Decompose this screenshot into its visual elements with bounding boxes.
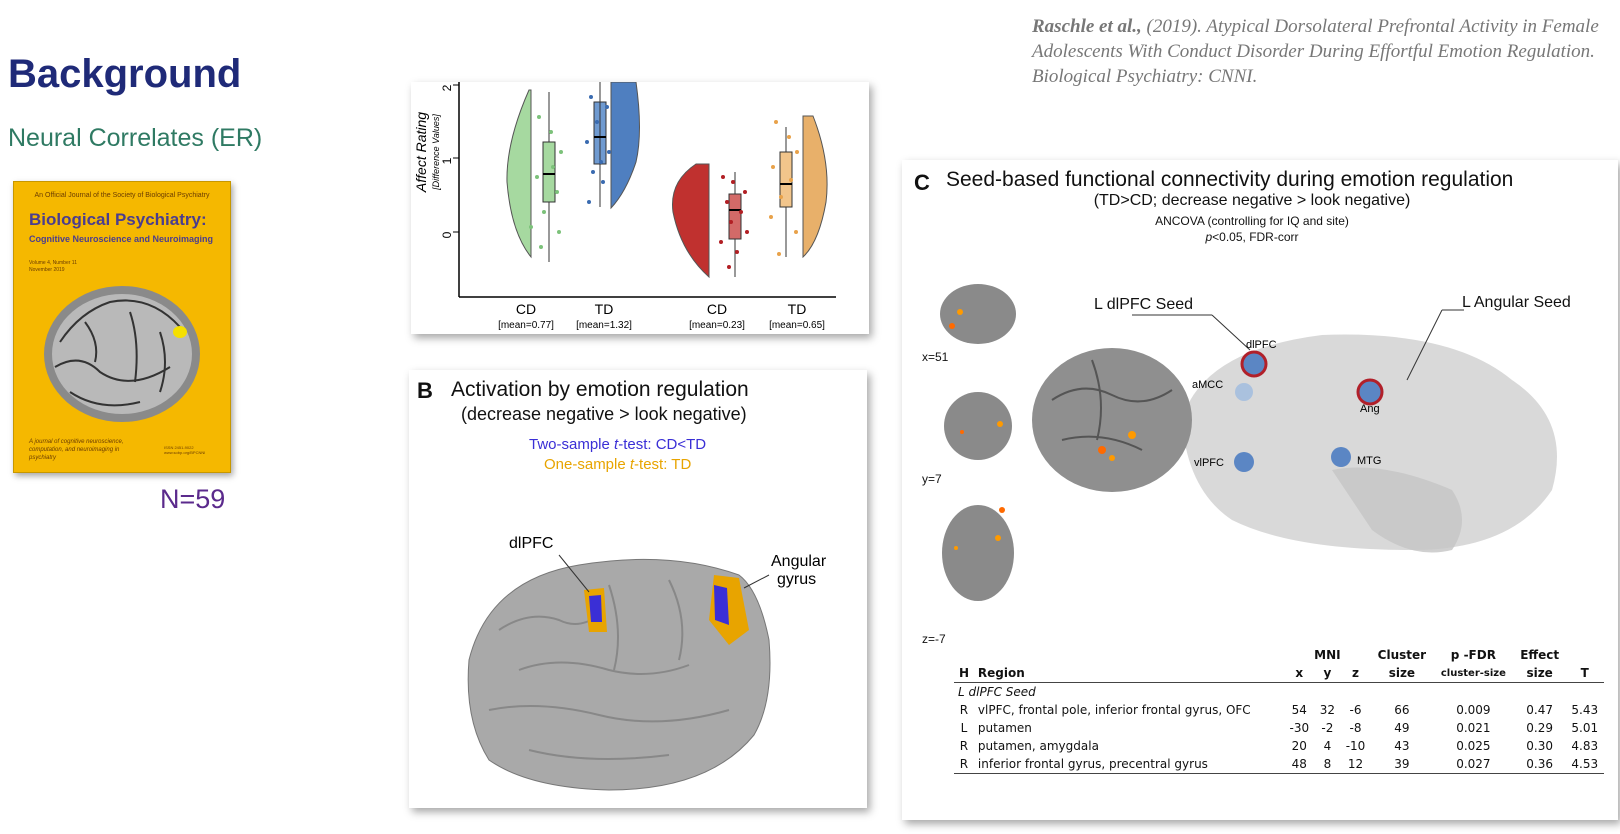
th-cluster-size: cluster-size: [1440, 667, 1506, 679]
journal-cover-image: An Official Journal of the Society of Bi…: [13, 181, 231, 473]
slice-sagittal: [940, 284, 1016, 344]
th-z: z: [1352, 666, 1359, 680]
mean-td-2: [mean=0.65]: [769, 320, 825, 331]
annot-gyrus: gyrus: [777, 571, 816, 588]
cluster-angular-cd-lt-td: [714, 585, 729, 625]
panel-b-title: Activation by emotion regulation: [451, 378, 749, 401]
violin-td-2: [802, 115, 828, 259]
th-mni: MNI: [1314, 648, 1341, 662]
citation: Raschle et al., (2019). Atypical Dorsola…: [1032, 16, 1599, 87]
results-table: MNI Cluster p -FDR Effect H Region x y z…: [954, 646, 1604, 774]
seed-label-dlpfc: L dlPFC Seed: [1094, 296, 1194, 313]
ytick-1: 1: [440, 157, 454, 164]
legend-two-sample: Two-sample t-test: CD<TD: [529, 436, 707, 453]
node-dlpfc: [1240, 350, 1268, 378]
th-effect: Effect: [1520, 648, 1560, 662]
points-td-1: [585, 95, 611, 204]
node-amcc: [1235, 383, 1253, 401]
node-label-amcc: aMCC: [1192, 379, 1223, 391]
box-cd-2: [728, 193, 742, 240]
slice-label-z: z=-7: [922, 632, 946, 646]
panel-c-title: Seed-based functional connectivity durin…: [946, 168, 1514, 191]
violin-td-1: [610, 82, 640, 210]
xlabel-cd-2: CD: [707, 301, 727, 317]
cover-blurb: A journal of cognitive neuroscience, com…: [29, 439, 124, 461]
points-td-2: [769, 120, 799, 256]
annot-dlpfc: dlPFC: [509, 535, 553, 552]
slice-axial: [942, 505, 1014, 601]
results-table-wrap: MNI Cluster p -FDR Effect H Region x y z…: [954, 646, 1604, 774]
table-section-label: L dlPFC Seed: [958, 685, 1036, 699]
node-label-dlpfc: dlPFC: [1246, 339, 1277, 351]
panel-a-raincloud-plot: 0 1 2 Affect Rating [Difference Values]: [411, 82, 869, 334]
panel-c-label: C: [914, 170, 930, 195]
connectivity-brain-render: dlPFC aMCC Ang vlPFC MTG: [1032, 309, 1557, 553]
panel-b-activation: B Activation by emotion regulation (decr…: [409, 370, 867, 808]
th-size: size: [1388, 666, 1416, 680]
node-mtg: [1331, 447, 1351, 467]
slide-title: Background: [8, 52, 242, 96]
slice-label-y: y=7: [922, 472, 942, 486]
node-label-mtg: MTG: [1357, 455, 1381, 467]
ytick-2: 2: [440, 84, 454, 91]
seed-label-angular: L Angular Seed: [1462, 294, 1571, 311]
th-y: y: [1323, 666, 1332, 680]
cover-brain-illustration: [44, 286, 200, 422]
panel-b-label: B: [417, 378, 433, 403]
annot-angular: Angular: [771, 553, 827, 570]
cover-subtitle: Cognitive Neuroscience and Neuroimaging: [29, 234, 214, 244]
th-cluster: Cluster: [1377, 648, 1427, 662]
box-cd-1: [542, 141, 556, 203]
violin-cd-2: [671, 163, 710, 279]
panel-b-subtitle: (decrease negative > look negative): [461, 404, 747, 424]
glass-brain: [1182, 334, 1557, 550]
xlabel-td-2: TD: [788, 301, 807, 317]
raincloud-svg: 0 1 2 Affect Rating [Difference Values]: [413, 82, 836, 331]
th-h: H: [958, 666, 969, 680]
panel-c-method: ANCOVA (controlling for IQ and site): [1155, 214, 1349, 228]
xlabel-cd-1: CD: [516, 301, 536, 317]
panel-c-threshold: p<0.05, FDR-corr: [1205, 230, 1299, 244]
y-axis-label: Affect Rating: [413, 112, 429, 193]
panel-c-subtitle: (TD>CD; decrease negative > look negativ…: [1093, 192, 1411, 209]
y-axis-sublabel: [Difference Values]: [431, 114, 441, 191]
brain-cutaway: [1032, 348, 1192, 492]
th-pfdr: p -FDR: [1450, 648, 1496, 662]
panel-c-connectivity: C Seed-based functional connectivity dur…: [902, 160, 1618, 820]
slice-label-x: x=51: [922, 350, 949, 364]
node-vlpfc: [1234, 452, 1254, 472]
th-region: Region: [977, 666, 1025, 680]
mean-td-1: [mean=1.32]: [576, 320, 632, 331]
brain-slices: [940, 284, 1016, 601]
mean-cd-2: [mean=0.23]: [689, 320, 745, 331]
node-label-ang: Ang: [1360, 403, 1380, 415]
points-cd-1: [529, 115, 563, 249]
cluster-dlpfc-cd-lt-td: [589, 595, 602, 622]
cover-tagline: An Official Journal of the Society of Bi…: [34, 192, 210, 199]
th-effect-size: size: [1526, 666, 1553, 680]
node-ang: [1356, 378, 1384, 406]
slice-coronal: [944, 392, 1012, 460]
points-cd-2: [719, 175, 749, 269]
th-x: x: [1295, 666, 1304, 680]
cover-title: Biological Psychiatry:: [29, 210, 207, 229]
ytick-0: 0: [440, 231, 454, 238]
sample-size-label: N=59: [160, 484, 226, 514]
th-t: T: [1580, 666, 1589, 680]
mean-cd-1: [mean=0.77]: [498, 320, 554, 331]
xlabel-td-1: TD: [595, 301, 614, 317]
legend-one-sample: One-sample t-test: TD: [544, 456, 692, 473]
node-label-vlpfc: vlPFC: [1194, 457, 1224, 469]
brain-render-lateral: dlPFC Angular gyrus: [467, 535, 827, 791]
slide-subtitle: Neural Correlates (ER): [8, 124, 263, 152]
violin-cd-1: [506, 89, 532, 259]
